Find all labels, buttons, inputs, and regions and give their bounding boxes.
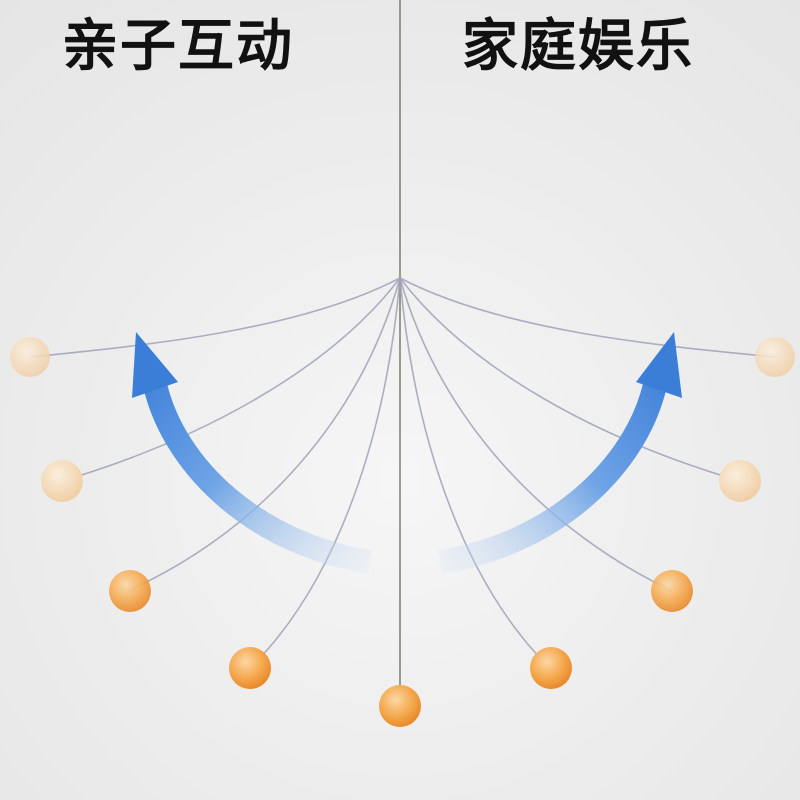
ball-left-4 bbox=[229, 647, 271, 689]
string-left-3 bbox=[129, 277, 401, 591]
ball-left-3 bbox=[109, 570, 151, 612]
string-left-4 bbox=[249, 277, 401, 669]
ball-right-3 bbox=[651, 570, 693, 612]
string-right-2 bbox=[399, 277, 741, 482]
string-right-3 bbox=[399, 277, 673, 592]
swing-arrow-left bbox=[132, 332, 372, 574]
headline-left: 亲子互动 bbox=[62, 14, 294, 79]
pendulum-strings bbox=[29, 277, 776, 669]
ball-right-4 bbox=[530, 647, 572, 689]
headline-right: 家庭娱乐 bbox=[462, 14, 694, 79]
ball-right-1 bbox=[755, 337, 795, 377]
ball-right-2 bbox=[719, 460, 761, 502]
string-right-1 bbox=[399, 277, 776, 358]
string-left-2 bbox=[61, 277, 401, 482]
swing-arrow-right bbox=[438, 332, 682, 574]
string-left-1 bbox=[29, 277, 401, 358]
pendulum-balls bbox=[10, 337, 795, 727]
ball-left-2 bbox=[41, 460, 83, 502]
ball-center bbox=[379, 685, 421, 727]
string-right-4 bbox=[399, 277, 551, 669]
ball-left-1 bbox=[10, 337, 50, 377]
